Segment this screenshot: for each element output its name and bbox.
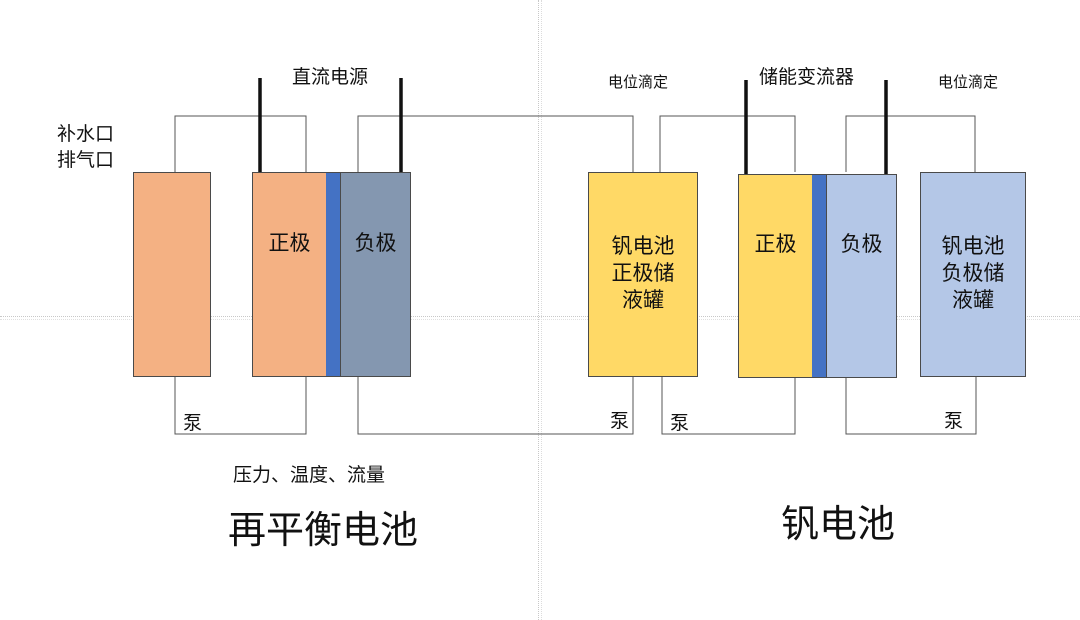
vanadium-pump-mid-label: 泵	[670, 412, 690, 434]
vertical-guide-line	[538, 0, 539, 620]
vanadium-battery-title: 钒电池	[781, 502, 896, 546]
vanadium-positive-tank-label: 钒电池 正极储 液罐	[611, 234, 675, 312]
rebalance-negative-electrode: 负极	[340, 172, 411, 377]
rebalance-pump-label: 泵	[183, 412, 203, 434]
horizontal-guide-line	[0, 316, 1080, 317]
pipe-bottom-right-negative	[845, 377, 977, 435]
rebalance-battery-title: 再平衡电池	[228, 508, 419, 552]
vanadium-pump-left-label: 泵	[610, 410, 630, 432]
sensor-label: 压力、温度、流量	[233, 464, 386, 486]
titration-left-label: 电位滴定	[608, 73, 669, 91]
vanadium-positive-label: 正极	[754, 232, 797, 256]
dc-source-label: 直流电源	[292, 66, 369, 88]
rebalance-membrane	[326, 172, 341, 377]
titration-right-label: 电位滴定	[938, 73, 999, 91]
pipe-top-right-positive	[659, 115, 796, 172]
vanadium-negative-label: 负极	[840, 232, 883, 256]
vanadium-positive-tank: 钒电池 正极储 液罐	[588, 172, 698, 377]
rebalance-water-tank	[133, 172, 211, 377]
vanadium-membrane	[812, 174, 827, 378]
pipe-bottom-cross-link	[357, 377, 634, 435]
rebalance-positive-electrode: 正极	[252, 172, 327, 377]
vanadium-pump-right-label: 泵	[944, 410, 964, 432]
vanadium-negative-electrode: 负极	[826, 174, 897, 378]
converter-label: 储能变流器	[759, 66, 855, 88]
pipe-top-cross-link	[357, 115, 634, 172]
rebalance-negative-label: 负极	[354, 231, 397, 255]
pipe-top-left-loop	[174, 115, 307, 172]
vanadium-negative-tank: 钒电池 负极储 液罐	[920, 172, 1026, 377]
refill-vent-label: 补水口 排气口	[57, 123, 115, 171]
vanadium-negative-tank-label: 钒电池 负极储 液罐	[941, 234, 1005, 312]
pipe-bottom-left-loop	[174, 377, 307, 435]
pipe-bottom-right-positive	[661, 377, 796, 435]
vanadium-positive-electrode: 正极	[738, 174, 813, 378]
rebalance-positive-label: 正极	[268, 231, 311, 255]
vertical-guide-line-2	[541, 0, 542, 620]
pipe-top-right-negative	[845, 115, 976, 172]
horizontal-guide-line-2	[0, 319, 1080, 320]
